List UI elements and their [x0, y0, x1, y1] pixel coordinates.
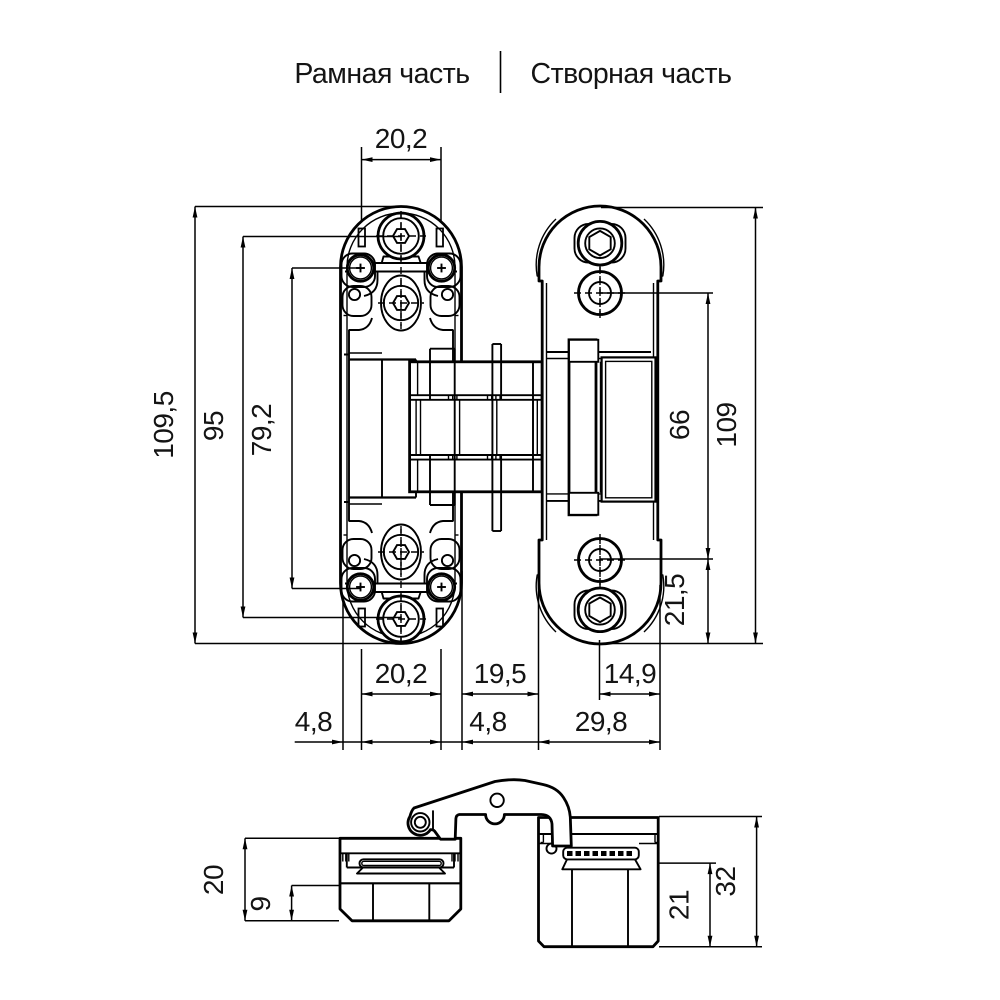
svg-text:4,8: 4,8 — [469, 706, 506, 737]
svg-text:Створная часть: Створная часть — [531, 58, 732, 90]
svg-text:109: 109 — [711, 402, 742, 447]
svg-text:109,5: 109,5 — [148, 391, 179, 459]
svg-text:20,2: 20,2 — [375, 123, 428, 154]
svg-text:79,2: 79,2 — [246, 404, 277, 457]
svg-text:66: 66 — [664, 410, 695, 440]
svg-text:20: 20 — [198, 865, 229, 895]
svg-text:32: 32 — [710, 866, 741, 896]
svg-text:9: 9 — [245, 896, 276, 911]
svg-text:20,2: 20,2 — [375, 658, 428, 689]
svg-text:19,5: 19,5 — [474, 658, 527, 689]
svg-text:4,8: 4,8 — [295, 706, 332, 737]
svg-text:21: 21 — [664, 890, 695, 920]
svg-text:Рамная часть: Рамная часть — [294, 58, 469, 90]
svg-text:21,5: 21,5 — [659, 574, 690, 627]
svg-text:95: 95 — [198, 411, 229, 441]
svg-text:14,9: 14,9 — [604, 658, 657, 689]
svg-text:29,8: 29,8 — [575, 706, 628, 737]
